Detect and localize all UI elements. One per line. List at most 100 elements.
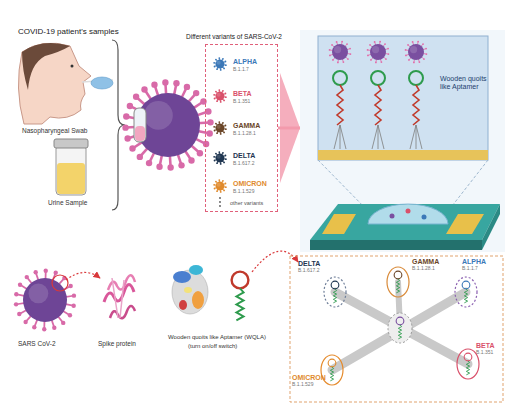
brace <box>112 40 125 210</box>
sample-label: Nasopharyngeal Swab <box>22 127 87 134</box>
variant-name: ALPHA <box>233 58 257 66</box>
aptamer-icon <box>396 317 404 339</box>
node-title: BETA <box>476 342 495 350</box>
virus-spike-tip <box>32 325 36 329</box>
virus-spike-tip <box>216 132 218 134</box>
virus-spike-tip <box>14 302 18 306</box>
sensor-panel-art-part <box>310 204 500 240</box>
zoom-arrow <box>66 272 100 280</box>
virus-spike-tip <box>341 41 343 43</box>
virus-spike-tip <box>14 292 18 296</box>
aptamer-stem <box>396 279 399 293</box>
virus-spike-tip <box>370 59 372 61</box>
node-subtitle: B.1.1.529 <box>292 382 313 388</box>
virus-icon <box>405 41 428 64</box>
virus-spike-tip <box>405 49 407 51</box>
virus-spike-tip <box>222 180 224 182</box>
node-title: Wooden quoits like Aptamer <box>440 75 498 90</box>
aptamer-loop <box>232 272 249 289</box>
virus-spike-tip <box>225 155 227 157</box>
aptamer-icon <box>333 71 347 125</box>
urine-tube <box>54 139 88 195</box>
virus-spike-tip <box>207 130 213 136</box>
spike-complex-part <box>173 271 191 283</box>
ellipse-outline-shape <box>455 277 477 307</box>
virus-body <box>216 182 225 191</box>
aptamer-icon <box>464 353 472 375</box>
aptamer-stem <box>413 85 419 125</box>
cross-aptamers <box>328 271 472 381</box>
virus-spike-tip <box>225 61 227 63</box>
variant-icons <box>213 57 227 193</box>
aptamer-icon <box>409 71 423 125</box>
virus-spike-tip <box>367 54 369 56</box>
sars-cov-2-virus <box>14 269 76 332</box>
virus-spike-tip <box>69 284 73 288</box>
spike-complex-part <box>172 270 208 314</box>
variant-ellipse: GAMMAB.1.1.28.1 <box>386 266 410 298</box>
part-label: SARS CoV-2 <box>18 340 56 347</box>
spike-highlight <box>52 275 68 291</box>
virus-spike-tip <box>346 43 348 45</box>
virus-body <box>408 44 424 60</box>
virus-spike-tip <box>203 141 209 147</box>
virus-spike-tip <box>222 122 224 124</box>
virus-spike-tip <box>379 41 381 43</box>
patient-head-part <box>18 43 91 124</box>
aptamer-linker <box>410 125 416 149</box>
virus-shine <box>217 125 221 129</box>
variant-name: BETA <box>233 90 252 98</box>
aptamer-loop <box>462 281 470 289</box>
virus-shine <box>217 61 221 65</box>
virus-spike-tip <box>197 150 203 156</box>
virus-shine <box>217 183 221 187</box>
part-label: Wooden quoits like Aptamer (WQLA) <box>168 334 266 341</box>
variant-name: DELTA <box>233 152 255 160</box>
aptamer-loop <box>394 271 402 279</box>
virus-spike-tip <box>385 58 387 60</box>
sensor-panel-art-part <box>422 215 427 220</box>
virus-spike-tip <box>42 327 46 331</box>
spike-protein <box>104 275 135 318</box>
sensor-panel-art-part <box>310 240 482 250</box>
ellipse-outline-shape <box>387 267 409 297</box>
virus-spike-tip <box>222 58 224 60</box>
virus-spike-tip <box>213 126 215 128</box>
part-label: Spike protein <box>98 340 136 347</box>
spike-complex-part <box>189 265 203 275</box>
patient-head-part <box>71 65 74 68</box>
aptamer-stem <box>466 361 469 375</box>
virus-spike-tip <box>223 132 225 134</box>
variant-ellipse: DELTAB.1.617.2 <box>323 276 347 308</box>
virus-spike-tip <box>225 93 227 95</box>
node-title: ALPHA <box>462 258 486 266</box>
virus-spike-tip <box>225 186 227 188</box>
virus-body <box>23 278 67 322</box>
virus-spike-tip <box>220 69 222 71</box>
aptamer-loop <box>409 71 423 85</box>
virus-spike-tip <box>223 162 225 164</box>
virus-shine <box>29 284 49 304</box>
virus-body <box>370 44 386 60</box>
ellipse-outline <box>386 266 410 298</box>
virus-spike-tip <box>129 145 135 151</box>
aptamer-linker <box>340 125 346 149</box>
aptamer-linker <box>416 125 422 149</box>
virus-spike-tip <box>387 48 389 50</box>
variant-dots <box>219 197 221 207</box>
virus-spike-tip <box>127 103 133 109</box>
sensor-array-frame <box>290 256 503 402</box>
aptamer-loop <box>464 353 472 361</box>
virus-spike-tip <box>184 84 190 90</box>
virus-spike-tip <box>405 54 407 56</box>
virus-shine <box>217 155 221 159</box>
virus-spike-tip <box>367 49 369 51</box>
virus-shine <box>144 101 173 130</box>
virus-spike-tip <box>44 269 48 273</box>
virus-spike-tip <box>426 53 428 55</box>
virus-shine <box>372 46 379 53</box>
virus-spike-tip <box>137 154 143 160</box>
aptamer-icon <box>394 271 402 293</box>
lineage-code: B.1.617.2 <box>233 161 254 167</box>
